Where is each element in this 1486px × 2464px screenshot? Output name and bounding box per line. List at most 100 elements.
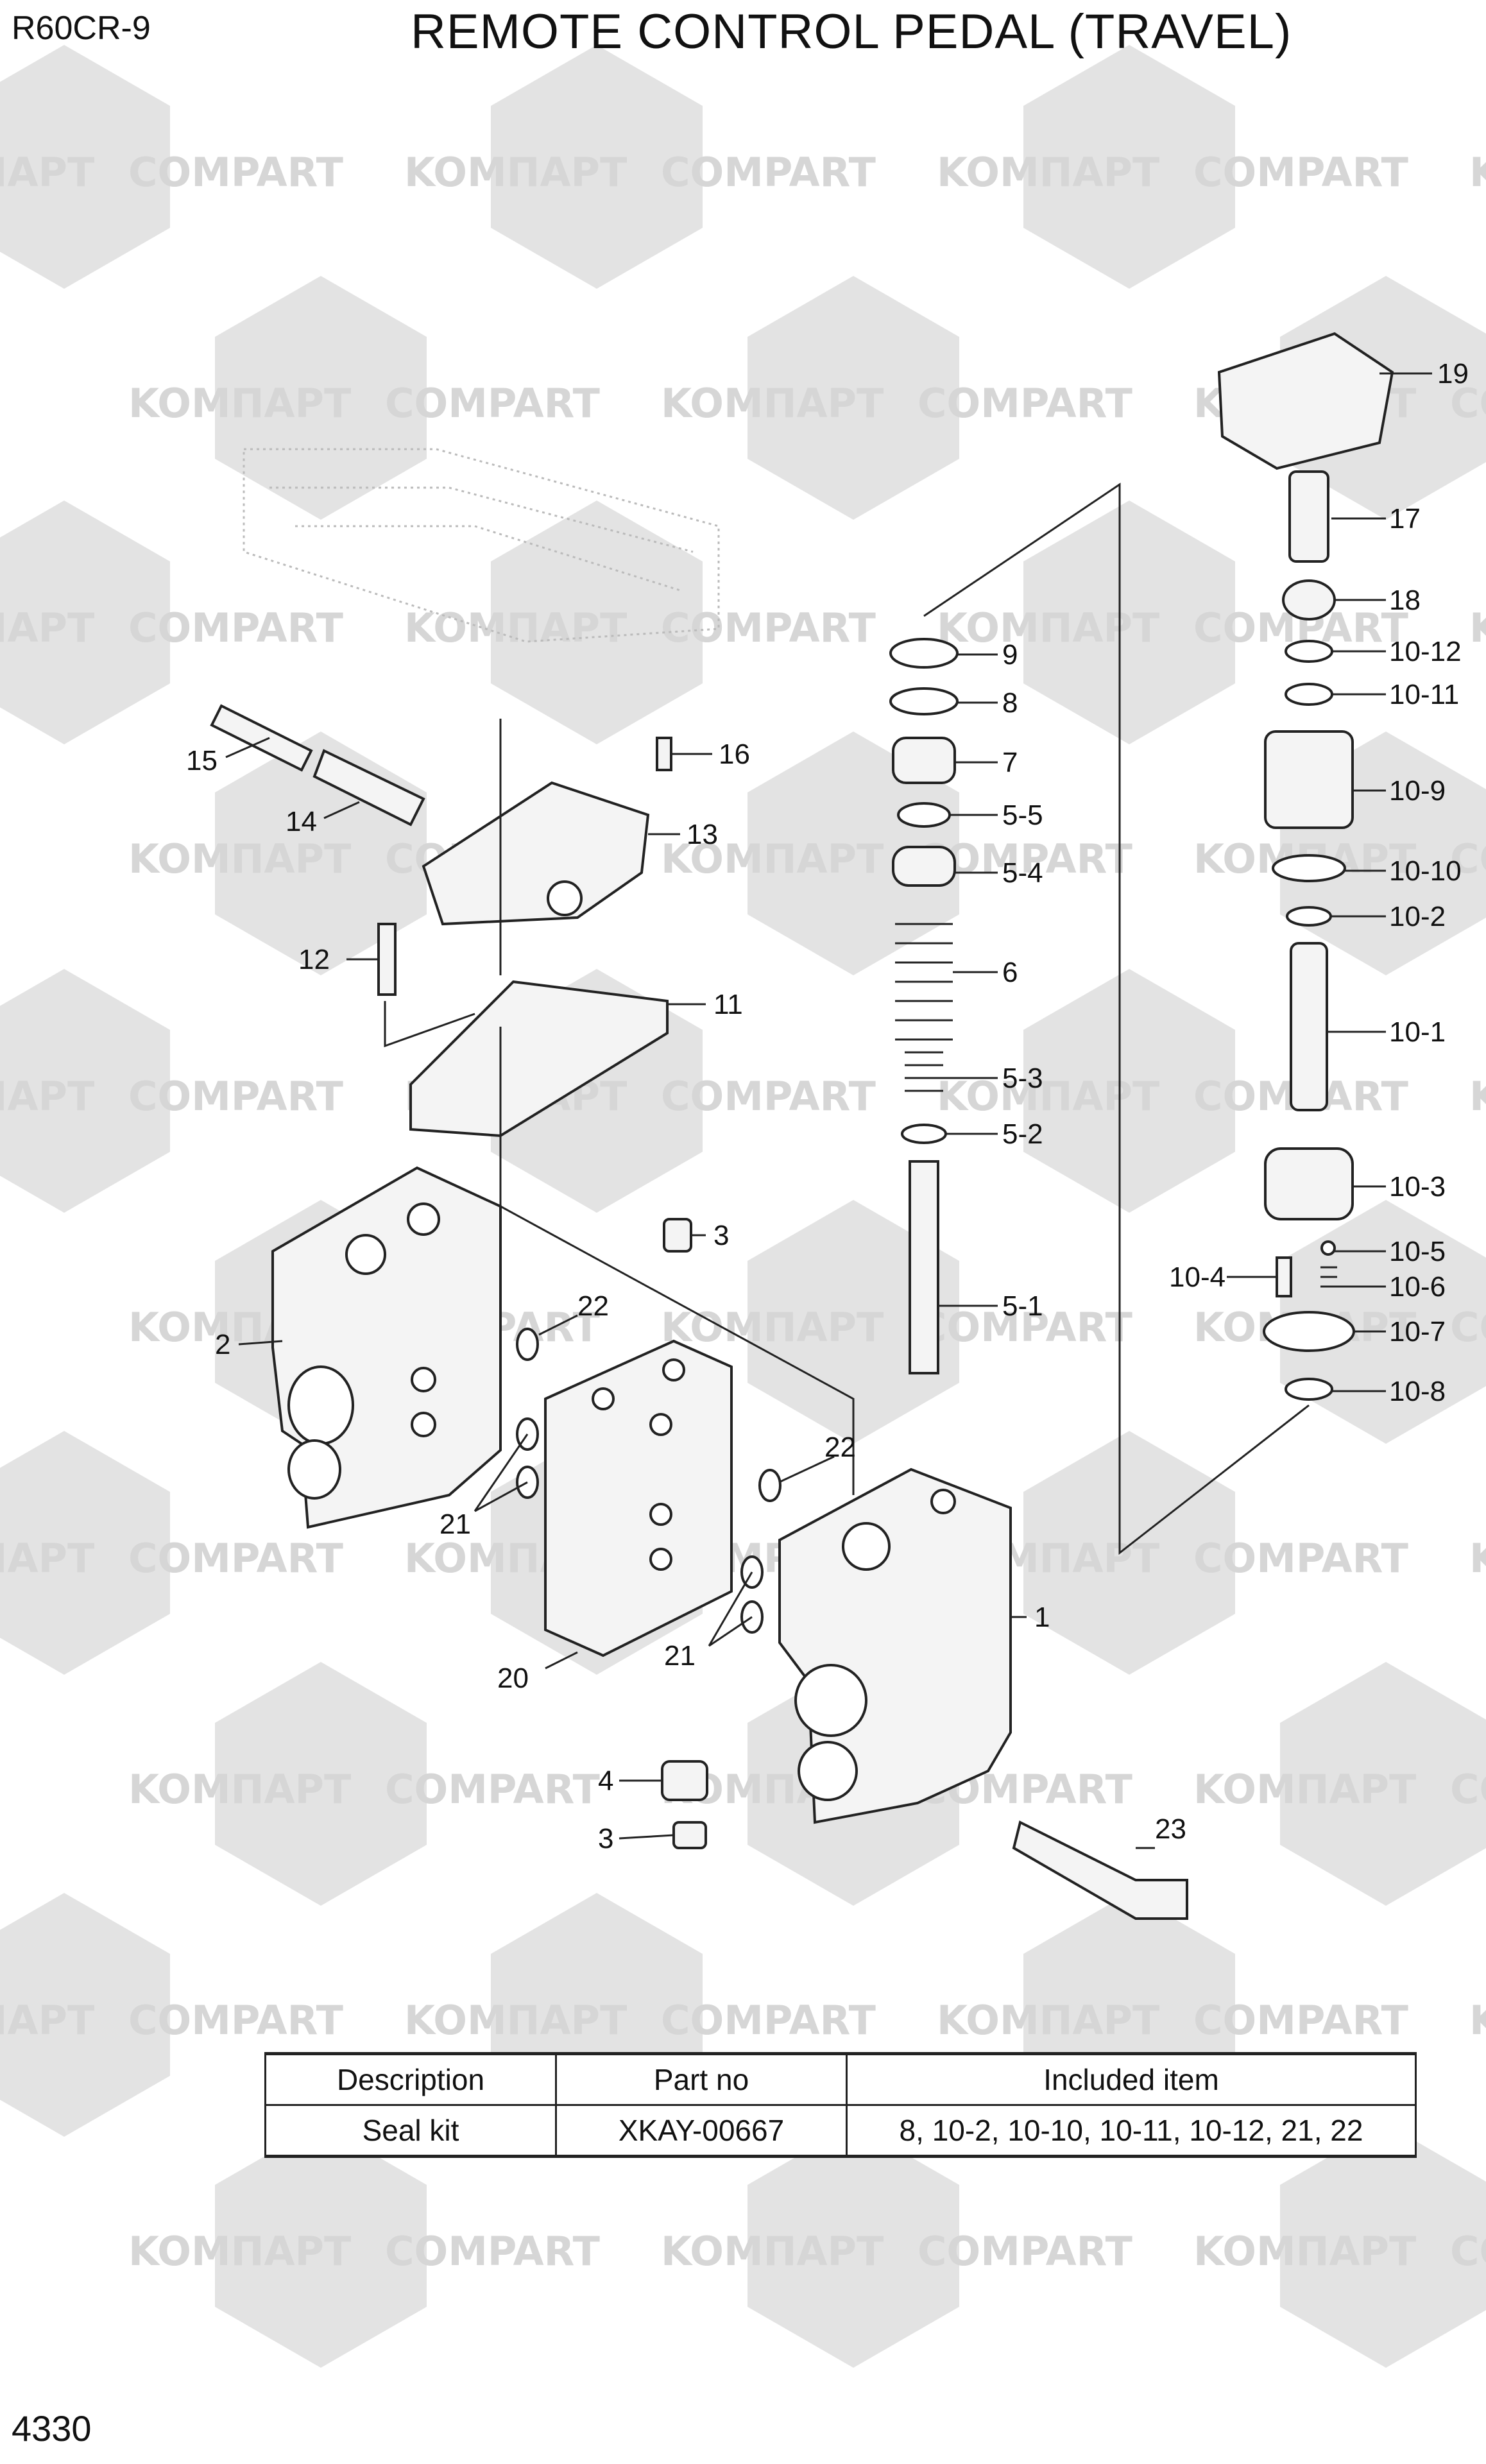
watermark-text: KOMПАРТ <box>937 1997 1159 2044</box>
watermark-logo <box>747 1200 959 1444</box>
callout-10-2: 10-2 <box>1389 901 1446 932</box>
watermark-logo <box>491 45 703 289</box>
callout-12: 12 <box>298 944 330 975</box>
watermark-logo <box>0 1893 170 2137</box>
watermark-logo <box>0 969 170 1213</box>
watermark-text: COMPART <box>918 1304 1132 1351</box>
callout-20: 20 <box>497 1663 529 1694</box>
watermark-text: COMPART <box>128 149 343 196</box>
callout-10-8: 10-8 <box>1389 1376 1446 1407</box>
watermark-logo <box>1023 969 1235 1213</box>
callout-15: 15 <box>186 745 218 776</box>
callout-21-left: 21 <box>440 1509 471 1540</box>
watermark-text: KOMПАРТ <box>0 604 94 651</box>
callout-5-2: 5-2 <box>1002 1118 1043 1150</box>
callout-19: 19 <box>1437 358 1469 389</box>
watermark-text: COMPART <box>1193 149 1408 196</box>
callout-7: 7 <box>1002 747 1018 778</box>
watermark-text: KOMПАРТ <box>1193 2228 1416 2275</box>
watermark-logo <box>491 501 703 744</box>
watermark-text: KOMПАРТ <box>404 604 627 651</box>
callout-10-9: 10-9 <box>1389 775 1446 807</box>
leader-lines <box>225 372 1432 1849</box>
callout-10-1: 10-1 <box>1389 1016 1446 1048</box>
watermark-text: COMPART <box>1450 1766 1486 1813</box>
watermark-text: KOMПАРТ <box>128 380 351 427</box>
callout-9: 9 <box>1002 639 1018 671</box>
watermark-logo <box>1280 1200 1486 1444</box>
watermark-logo <box>1023 45 1235 289</box>
watermark-text: KOMПАРТ <box>0 1997 94 2044</box>
callout-10-12: 10-12 <box>1389 636 1462 667</box>
watermark-text: COMPART <box>1450 835 1486 882</box>
watermark-text: KOMПАРТ <box>404 149 627 196</box>
watermark-logo <box>747 276 959 520</box>
callout-21-right: 21 <box>664 1640 696 1672</box>
pedal-bracket <box>409 781 669 1138</box>
watermark-text: KOMПАРТ <box>0 1535 94 1582</box>
callout-5-4: 5-4 <box>1002 857 1043 889</box>
plugs-and-bolt <box>661 1218 1188 1920</box>
watermark-text: KOMПАРТ <box>1469 1535 1486 1582</box>
column-header-description: Description <box>264 2052 557 2106</box>
watermark-logo <box>747 2124 959 2368</box>
watermark-logo <box>215 1662 427 1906</box>
seal-kit-table: Description Part no Included item Seal k… <box>264 2052 1417 2158</box>
watermark-text: KOMПАРТ <box>128 835 351 882</box>
watermark-text: COMPART <box>128 1073 343 1120</box>
callout-11: 11 <box>713 989 743 1020</box>
watermark-text: COMPART <box>661 1073 876 1120</box>
page-number: 4330 <box>12 2408 92 2449</box>
callout-10-4: 10-4 <box>1169 1262 1226 1293</box>
spool-stack <box>889 638 959 1374</box>
callout-8: 8 <box>1002 687 1018 719</box>
watermark-text: KOMПАРТ <box>661 380 884 427</box>
column-header-part-no: Part no <box>555 2052 848 2106</box>
watermark-text: KOMПАРТ <box>404 1997 627 2044</box>
callout-5-3: 5-3 <box>1002 1063 1043 1094</box>
watermark-text: KOMПАРТ <box>0 1073 94 1120</box>
valve-body-left <box>271 1166 502 1529</box>
callout-10-11: 10-11 <box>1389 679 1459 710</box>
watermark-text: KOMПАРТ <box>937 1073 1159 1120</box>
callout-22-right: 22 <box>824 1432 856 1463</box>
watermark-text: COMPART <box>128 1535 343 1582</box>
right-stack <box>1217 332 1394 1401</box>
watermark-text: KOMПАРТ <box>937 149 1159 196</box>
column-header-included-item: Included item <box>846 2052 1417 2106</box>
callout-1: 1 <box>1034 1602 1050 1633</box>
watermark-text: COMPART <box>128 604 343 651</box>
watermark-logo <box>0 45 170 289</box>
spacer-block <box>544 1339 733 1657</box>
callout-labels: 19 17 18 10-12 10-11 10-9 10-10 10-2 10-… <box>186 358 1469 1854</box>
watermark-text: KOMПАРТ <box>0 149 94 196</box>
watermark-logo <box>1023 1431 1235 1675</box>
cell-description: Seal kit <box>264 2104 557 2158</box>
callout-4: 4 <box>598 1765 613 1797</box>
callout-2: 2 <box>215 1329 230 1360</box>
o-rings <box>516 1328 781 1634</box>
watermark-logo <box>1280 2124 1486 2368</box>
watermark-text: COMPART <box>661 604 876 651</box>
callout-18: 18 <box>1389 585 1421 616</box>
callout-23: 23 <box>1155 1813 1186 1845</box>
model-name: R60CR-9 <box>12 10 151 47</box>
watermark-logo <box>0 1431 170 1675</box>
page-title: REMOTE CONTROL PEDAL (TRAVEL) <box>411 4 1292 59</box>
watermark-text: COMPART <box>918 2228 1132 2275</box>
watermark-text: KOMПАРТ <box>661 2228 884 2275</box>
watermark-logo <box>215 2124 427 2368</box>
watermark-text: KOMПАРТ <box>937 604 1159 651</box>
callout-10-5: 10-5 <box>1389 1236 1446 1267</box>
watermark-logo <box>215 276 427 520</box>
callout-3-bottom: 3 <box>598 1823 613 1854</box>
callout-10-6: 10-6 <box>1389 1271 1446 1303</box>
callout-22-left: 22 <box>577 1290 609 1322</box>
watermark-logo <box>0 501 170 744</box>
watermark-logo <box>1280 1662 1486 1906</box>
watermark-text: KOMПАРТ <box>661 835 884 882</box>
callout-5-1: 5-1 <box>1002 1290 1043 1322</box>
callout-16: 16 <box>719 739 750 770</box>
pedal-outline <box>243 448 720 643</box>
